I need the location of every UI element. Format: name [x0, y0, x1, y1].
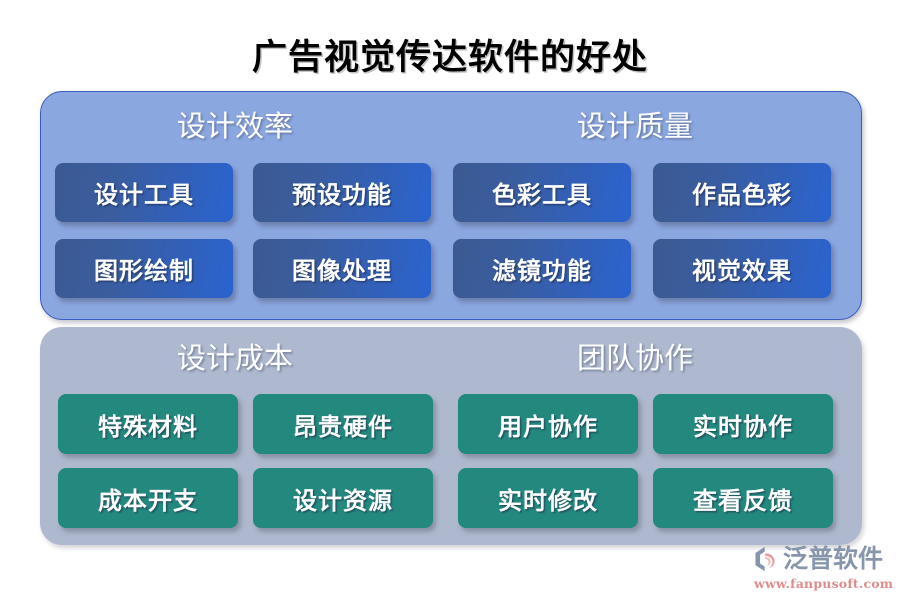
card-design-tools[interactable]: 设计工具	[55, 163, 233, 222]
card-color-tools[interactable]: 色彩工具	[453, 163, 631, 222]
card-view-feedback[interactable]: 查看反馈	[653, 468, 833, 528]
section-heading-design-cost: 设计成本	[176, 341, 293, 375]
section-heading-design-quality: 设计质量	[576, 109, 693, 143]
logo-website-url: www.fanpusoft.com	[754, 576, 894, 591]
card-artwork-color[interactable]: 作品色彩	[653, 163, 831, 222]
card-filter-features[interactable]: 滤镜功能	[453, 239, 631, 298]
section-heading-design-efficiency: 设计效率	[176, 109, 293, 143]
card-preset-features[interactable]: 预设功能	[253, 163, 431, 222]
card-cost-expenditure[interactable]: 成本开支	[58, 468, 238, 528]
card-image-processing[interactable]: 图像处理	[253, 239, 431, 298]
brand-logo[interactable]: 泛普软件 www.fanpusoft.com	[752, 543, 894, 592]
card-user-collaboration[interactable]: 用户协作	[458, 394, 638, 454]
fanpu-logo-icon	[752, 545, 780, 573]
card-graphic-drawing[interactable]: 图形绘制	[55, 239, 233, 298]
card-design-resources[interactable]: 设计资源	[253, 468, 433, 528]
page-title: 广告视觉传达软件的好处	[251, 37, 648, 78]
logo-company-name: 泛普软件	[783, 544, 884, 573]
card-realtime-collaboration[interactable]: 实时协作	[653, 394, 833, 454]
card-visual-effects[interactable]: 视觉效果	[653, 239, 831, 298]
card-expensive-hardware[interactable]: 昂贵硬件	[253, 394, 433, 454]
section-heading-team-collaboration: 团队协作	[576, 341, 693, 375]
card-special-materials[interactable]: 特殊材料	[58, 394, 238, 454]
card-realtime-editing[interactable]: 实时修改	[458, 468, 638, 528]
